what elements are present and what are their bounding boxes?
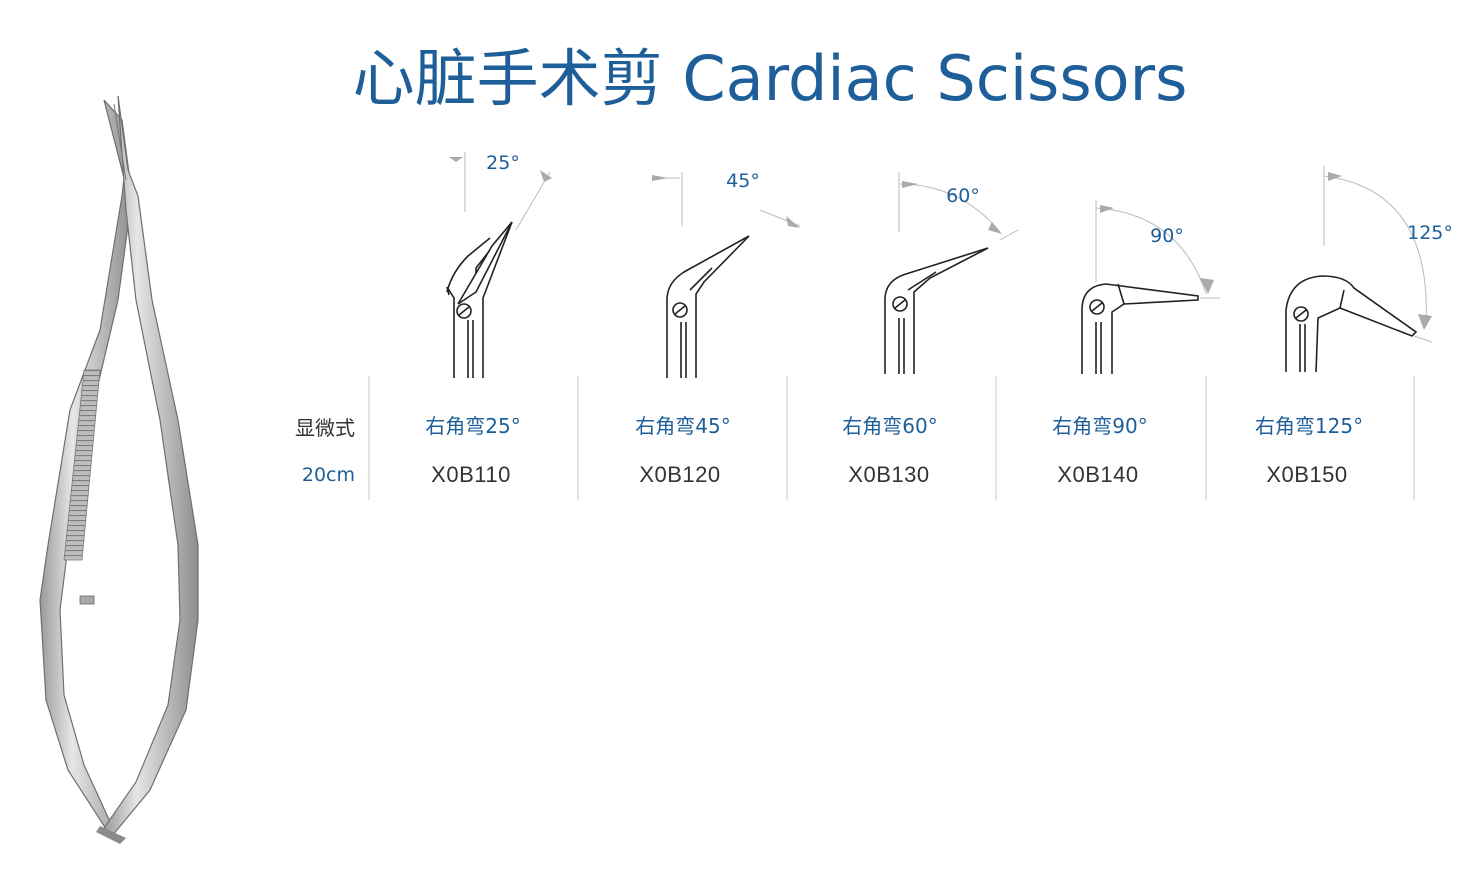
variant-label-60: 右角弯60° — [842, 414, 938, 438]
scissors-photo — [39, 95, 199, 844]
tip-drawing-90 — [1081, 200, 1220, 374]
tip-drawing-45 — [652, 172, 801, 378]
variant-label-125: 右角弯125° — [1254, 414, 1364, 438]
product-code-45: X0B120 — [639, 462, 721, 487]
variant-label-90: 右角弯90° — [1052, 414, 1148, 438]
angle-label-125: 125° — [1407, 222, 1453, 244]
product-code-90: X0B140 — [1057, 462, 1139, 487]
angle-label-60: 60° — [946, 185, 980, 207]
scissors-right-arm — [103, 95, 199, 837]
tip-drawing-60 — [884, 172, 1019, 374]
product-code-25: X0B110 — [431, 462, 511, 487]
row-label-type: 显微式 — [295, 416, 355, 440]
angle-label-25: 25° — [486, 152, 520, 174]
scissors-blade-line — [113, 103, 127, 181]
scissors-spring-joint — [96, 826, 126, 844]
row-label-length: 20cm — [301, 464, 355, 486]
variant-label-45: 右角弯45° — [635, 414, 731, 438]
tip-drawing-125 — [1285, 166, 1433, 373]
table-dividers — [368, 376, 1415, 500]
variant-label-25: 右角弯25° — [425, 414, 521, 438]
scissors-grip-knurl — [63, 369, 101, 561]
page-title: 心脏手术剪 Cardiac Scissors — [352, 42, 1188, 115]
tip-drawing-25 — [446, 152, 552, 378]
angle-label-90: 90° — [1150, 225, 1184, 247]
angle-label-45: 45° — [726, 170, 760, 192]
product-code-125: X0B150 — [1266, 462, 1348, 487]
scissors-stopper-pin — [79, 595, 95, 605]
product-code-60: X0B130 — [848, 462, 930, 487]
